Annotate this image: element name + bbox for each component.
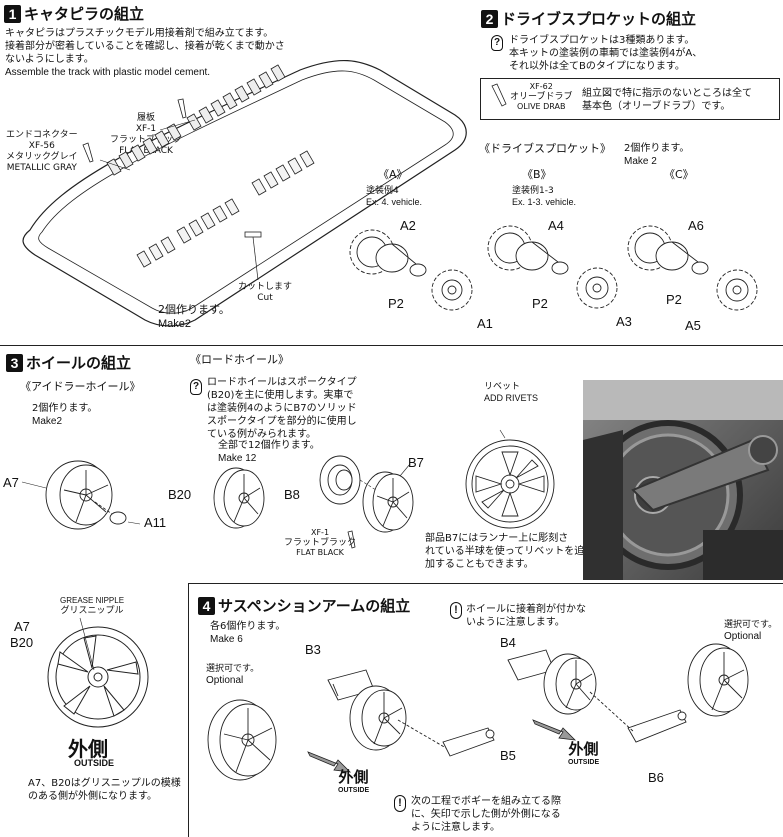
step1-description: キャタピラはプラスチックモデル用接着剤で組み立てます。 接着部分が密着しているこ… xyxy=(5,28,285,78)
glue-warning: ホイールに接着剤が付かな いように注意します。 xyxy=(466,604,586,628)
step3-title: 3 ホイールの組立 xyxy=(6,352,131,373)
roadwheel-paint-callout: XF-1 フラットブラック FLAT BLACK xyxy=(284,528,357,557)
variant-b-example: 塗装例1-3 Ex. 1-3. vehicle. xyxy=(512,186,577,207)
step2-number: 2 xyxy=(481,9,498,28)
step4-make: 各6個作ります。 Make 6 xyxy=(210,621,286,645)
variant-b-label: 《B》 xyxy=(522,168,552,181)
section-divider-1 xyxy=(0,345,783,346)
track-diagram xyxy=(22,60,467,327)
rivet-label: リベット ADD RIVETS xyxy=(484,382,539,403)
warning-icon-bottom: ! xyxy=(394,795,406,812)
part-label-b4: B4 xyxy=(500,635,516,650)
part-label-p2-b: P2 xyxy=(532,296,548,311)
sprocket-make: 2個作ります。 Make 2 xyxy=(624,143,690,167)
variant-a-label: 《A》 xyxy=(378,168,408,181)
roadwheel-diagram xyxy=(213,429,555,549)
sprocket-heading: 《ドライブスプロケット》 xyxy=(479,142,611,155)
cut-label: カットします Cut xyxy=(238,282,293,303)
part-label-b8: B8 xyxy=(284,487,300,502)
part-label-b5: B5 xyxy=(500,748,516,763)
part-label-p2-c: P2 xyxy=(666,292,682,307)
step4-title: 4 サスペンションアームの組立 xyxy=(198,595,410,616)
sidebar-divider xyxy=(188,583,189,837)
step1-title: 1 キャタピラの組立 xyxy=(4,3,144,24)
sidebar-note: A7、B20はグリスニップルの模様 のある側が外側になります。 xyxy=(28,778,181,802)
outside-mark-right: 外側 OUTSIDE xyxy=(568,740,600,766)
hint-icon-roadwheel: ? xyxy=(190,379,202,395)
step4-header: 4 サスペンションアームの組立 xyxy=(198,595,410,616)
optional-label-left: 選択可です。 Optional xyxy=(206,664,260,686)
part-label-b20-side: B20 xyxy=(10,635,34,650)
part-label-b20: B20 xyxy=(168,487,192,502)
optional-label-right: 選択可です。 Optional xyxy=(724,620,778,642)
base-color-box xyxy=(480,78,780,120)
variant-c-label: 《C》 xyxy=(664,168,694,181)
step2-note: ドライブスプロケットは3種類あります。 本キットの塗装例の車輌では塗装例4がA、… xyxy=(509,35,703,72)
roadwheel-heading: 《ロードホイール》 xyxy=(190,353,289,366)
part-label-b7: B7 xyxy=(408,455,424,470)
base-paint-label: XF-62 オリーブドラブ OLIVE DRAB xyxy=(510,82,573,111)
step3-header: 3 ホイールの組立 xyxy=(6,352,131,373)
part-label-b6: B6 xyxy=(648,770,664,785)
idler-make: 2個作ります。 Make2 xyxy=(32,403,98,427)
connector-paint-callout: エンドコネクター XF-56 メタリックグレイ METALLIC GRAY xyxy=(6,130,78,173)
step1-make: 2個作ります。 Make2 xyxy=(158,303,230,330)
section-divider-2 xyxy=(188,583,783,584)
bottom-warning: 次の工程でボギーを組み立てる際 に、矢印で示した側が外側になる ように注意します… xyxy=(411,796,561,833)
rivet-note: 部品B7にはランナー上に彫刻さ れている半球を使ってリベットを追 加することもで… xyxy=(425,533,585,570)
part-label-a7-idler: A7 xyxy=(3,475,19,490)
grease-nipple-label: GREASE NIPPLE グリスニップル xyxy=(60,596,125,616)
part-label-a7-side: A7 xyxy=(14,619,30,634)
idler-heading: 《アイドラーホイール》 xyxy=(20,380,141,393)
step1-number: 1 xyxy=(4,4,21,23)
step4-number: 4 xyxy=(198,596,215,615)
base-color-note: 組立図で特に指示のないところは全て 基本色（オリーブドラブ）です。 xyxy=(582,88,752,112)
step2-title: 2 ドライブスプロケットの組立 xyxy=(481,8,696,29)
part-label-a1: A1 xyxy=(477,316,493,331)
warning-icon: ! xyxy=(450,602,462,619)
roadwheel-make: 全部で12個作ります。 Make 12 xyxy=(218,440,320,464)
part-label-a3: A3 xyxy=(616,314,632,329)
reference-photo xyxy=(583,380,783,580)
outside-label-en: OUTSIDE xyxy=(74,758,115,768)
roadwheel-note: ロードホイールはスポークタイプ (B20)を主に使用します。実車で は塗装例4の… xyxy=(207,377,357,440)
brush-icon xyxy=(491,83,507,107)
step3-number: 3 xyxy=(6,353,23,372)
variant-a-example: 塗装例4 Ex. 4. vehicle. xyxy=(366,186,423,207)
sprocket-diagrams xyxy=(349,225,758,311)
outside-label-ja: 外側 xyxy=(68,737,108,761)
part-label-a4: A4 xyxy=(548,218,564,233)
part-label-b3: B3 xyxy=(305,642,321,657)
suspension-diagram xyxy=(207,643,749,781)
step2-header: 2 ドライブスプロケットの組立 xyxy=(481,8,696,29)
part-label-a11: A11 xyxy=(144,515,167,530)
idler-wheel-diagram xyxy=(21,460,141,530)
outside-wheel-diagram xyxy=(47,617,149,728)
part-label-a2: A2 xyxy=(400,218,416,233)
part-label-p2-a: P2 xyxy=(388,296,404,311)
step1-header: 1 キャタピラの組立 xyxy=(4,3,144,24)
part-label-a6: A6 xyxy=(688,218,704,233)
part-label-a5: A5 xyxy=(685,318,701,333)
outside-mark-left: 外側 OUTSIDE xyxy=(338,768,370,794)
hint-icon: ? xyxy=(491,35,503,51)
